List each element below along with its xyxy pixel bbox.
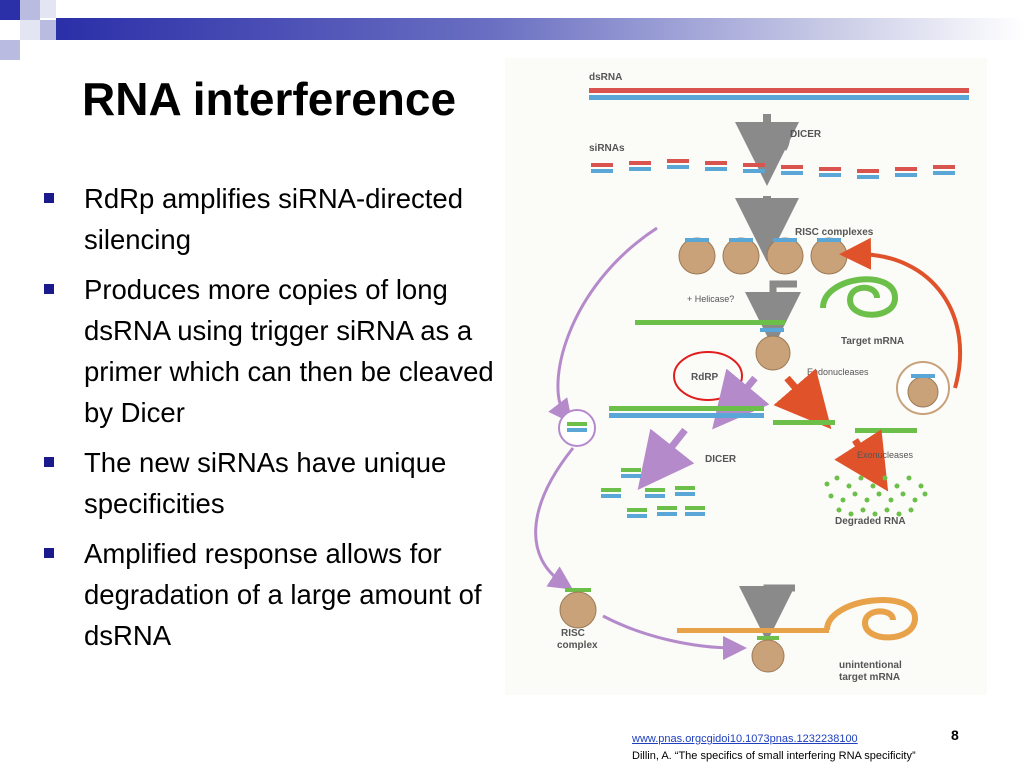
slide-title: RNA interference (82, 73, 457, 125)
diagram-svg: dsRNA DICER siRNAs RISC complexes (534, 72, 969, 683)
mrna-strand (635, 320, 785, 325)
label-endonucleases: Endonucleases (807, 367, 869, 377)
label-risc-complex-1: RISC (561, 628, 585, 639)
rnai-pathway-diagram: dsRNA DICER siRNAs RISC complexes (505, 58, 987, 695)
label-degraded-rna: Degraded RNA (835, 516, 906, 527)
label-rdrp: RdRP (691, 372, 719, 383)
dsrna-strand-sense (589, 88, 969, 93)
bullet-item: The new siRNAs have unique specificities (44, 442, 494, 524)
header-rule (56, 18, 1024, 40)
citation-text: Dillin, A. “The specifics of small inter… (632, 750, 916, 762)
source-link[interactable]: www.pnas.orgcgidoi10.1073pnas.1232238100 (632, 733, 858, 745)
bullet-square-icon (44, 457, 54, 467)
dicer-mid-arrow-icon (637, 427, 695, 490)
unintentional-mrna-strand (677, 628, 829, 633)
dicer-curl-icon (774, 126, 790, 151)
target-mrna-spiral (820, 276, 899, 318)
deco-square (20, 0, 40, 20)
exonuclease-arrow-icon (834, 429, 889, 492)
risc-bottom (559, 591, 597, 629)
helicase-arrow-icon (745, 280, 801, 348)
recycled-sirna (911, 374, 935, 378)
label-dicer-mid: DICER (705, 454, 737, 465)
recycled-risc (907, 376, 939, 408)
unintentional-arrow-icon (739, 584, 795, 642)
bullet-square-icon (44, 193, 54, 203)
cleaved-fragment (773, 420, 835, 425)
label-dicer-top: DICER (790, 129, 822, 140)
bullet-list: RdRp amplifies siRNA-directed silencing … (44, 178, 494, 665)
deco-square (20, 20, 40, 40)
deco-square (0, 40, 20, 60)
bullet-text: Produces more copies of long dsRNA using… (84, 274, 494, 428)
bullet-text: The new siRNAs have unique specificities (84, 447, 447, 519)
off-target-sirna (757, 636, 779, 640)
label-exonucleases: Exonucleases (857, 450, 914, 460)
sirna-duplex-row (591, 159, 955, 179)
label-risc-complex-2: complex (557, 640, 598, 651)
bullet-item: Produces more copies of long dsRNA using… (44, 269, 494, 433)
cleaved-fragment (855, 428, 917, 433)
risc-off-target (751, 639, 785, 673)
label-helicase: + Helicase? (687, 294, 734, 304)
rdrp-arrow-icon (712, 368, 770, 430)
label-unintentional-1: unintentional (839, 660, 902, 671)
bullet-item: Amplified response allows for degradatio… (44, 533, 494, 656)
bullet-square-icon (44, 548, 54, 558)
label-unintentional-2: target mRNA (839, 672, 900, 683)
loop-arrow-up-icon (548, 226, 658, 424)
label-dsrna: dsRNA (589, 72, 622, 83)
bullet-text: RdRp amplifies siRNA-directed silencing (84, 183, 464, 255)
bullet-square-icon (44, 284, 54, 294)
bullet-text: Amplified response allows for degradatio… (84, 538, 482, 651)
deco-square (40, 20, 60, 40)
new-dsrna-sense (609, 406, 764, 411)
new-sirna-cluster (601, 468, 705, 518)
risc-bottom-sirna (565, 588, 591, 592)
page-number: 8 (951, 727, 959, 743)
dsrna-strand-antisense (589, 95, 969, 100)
risc-complexes-row (678, 237, 848, 275)
new-dsrna-antisense (609, 413, 764, 418)
degraded-rna-dots (824, 475, 928, 517)
loop-arrow-down-icon (534, 447, 575, 590)
unintentional-mrna-spiral (824, 597, 919, 641)
label-sirnas: siRNAs (589, 143, 625, 154)
feedback-arrow-icon (839, 237, 963, 389)
sirna-guide (760, 328, 784, 332)
deco-square (0, 0, 20, 20)
deco-square (40, 0, 56, 18)
endonuclease-arrow-icon (773, 368, 832, 430)
label-target-mrna: Target mRNA (841, 336, 904, 347)
bullet-item: RdRp amplifies siRNA-directed silencing (44, 178, 494, 260)
off-target-arrow-icon (602, 614, 747, 660)
risc-on-mrna (755, 335, 791, 371)
label-risc-complexes: RISC complexes (795, 227, 874, 238)
